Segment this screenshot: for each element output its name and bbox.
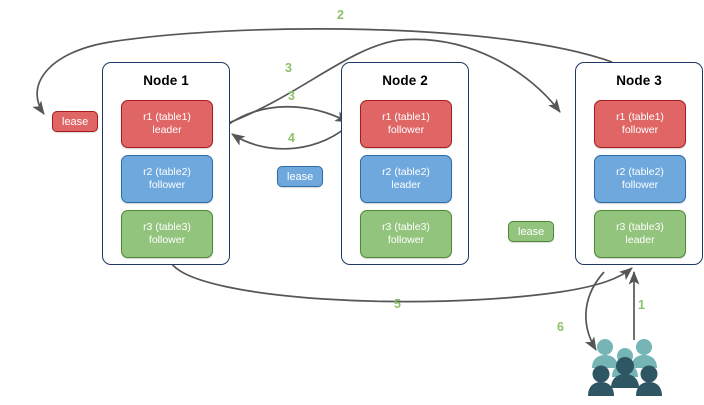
- replica-role: follower: [621, 179, 659, 191]
- replica-role: follower: [387, 234, 425, 246]
- replica-node2-r3[interactable]: r3 (table3) follower: [360, 210, 452, 258]
- lease-chip-r2[interactable]: lease: [277, 166, 324, 187]
- step-label-3a: 3: [285, 61, 292, 75]
- arrow-3-upper-path: [225, 38, 561, 125]
- replica-name: r3 (table3): [382, 221, 430, 233]
- users-icon: [588, 339, 662, 396]
- node-title-node2: Node 2: [382, 73, 428, 88]
- replica-node2-r1[interactable]: r1 (table1) follower: [360, 100, 452, 148]
- replica-role: leader: [625, 234, 655, 246]
- step-label-1: 1: [638, 298, 645, 312]
- arrow-3-lower-path: [225, 105, 349, 127]
- replica-node3-r1[interactable]: r1 (table1) follower: [594, 100, 686, 148]
- lease-chip-r1[interactable]: lease: [52, 111, 99, 132]
- replica-name: r1 (table1): [382, 111, 430, 123]
- node-container-node3[interactable]: Node 3 r1 (table1) follower r2 (table2) …: [575, 62, 703, 265]
- replica-role: leader: [391, 179, 421, 191]
- replica-node3-r3[interactable]: r3 (table3) leader: [594, 210, 686, 258]
- arrow-2-path: [32, 28, 613, 115]
- replica-node3-r2[interactable]: r2 (table2) follower: [594, 155, 686, 203]
- replica-role: follower: [148, 234, 186, 246]
- replica-name: r2 (table2): [382, 166, 430, 178]
- step-label-6: 6: [557, 320, 564, 334]
- replica-name: r3 (table3): [616, 221, 664, 233]
- replica-role: follower: [387, 124, 425, 136]
- step-label-5: 5: [394, 297, 401, 311]
- replica-name: r3 (table3): [143, 221, 191, 233]
- step-label-3b: 3: [288, 89, 295, 103]
- replica-name: r1 (table1): [616, 111, 664, 123]
- node-container-node1[interactable]: Node 1 r1 (table1) leader r2 (table2) fo…: [102, 62, 230, 265]
- arrow-4-path: [231, 125, 349, 150]
- node-title-node1: Node 1: [143, 73, 189, 88]
- arrow-6-path: [584, 271, 605, 351]
- step-label-2: 2: [337, 8, 344, 22]
- replica-node2-r2[interactable]: r2 (table2) leader: [360, 155, 452, 203]
- node-container-node2[interactable]: Node 2 r1 (table1) follower r2 (table2) …: [341, 62, 469, 265]
- step-label-4: 4: [288, 131, 295, 145]
- replica-name: r2 (table2): [143, 166, 191, 178]
- replica-node1-r1[interactable]: r1 (table1) leader: [121, 100, 213, 148]
- replica-role: follower: [621, 124, 659, 136]
- replica-name: r2 (table2): [616, 166, 664, 178]
- replica-node1-r3[interactable]: r3 (table3) follower: [121, 210, 213, 258]
- arrow-5-path: [171, 263, 633, 303]
- replica-node1-r2[interactable]: r2 (table2) follower: [121, 155, 213, 203]
- replica-name: r1 (table1): [143, 111, 191, 123]
- replica-role: follower: [148, 179, 186, 191]
- replica-role: leader: [152, 124, 182, 136]
- node-title-node3: Node 3: [616, 73, 662, 88]
- lease-chip-r3[interactable]: lease: [508, 221, 555, 242]
